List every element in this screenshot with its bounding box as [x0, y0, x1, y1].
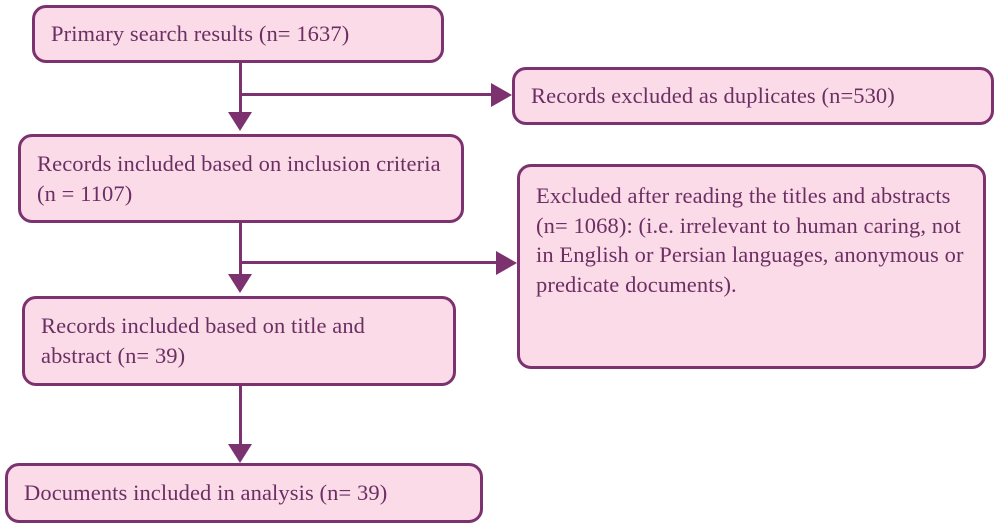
connector-primary-to-duplicates-line	[239, 93, 493, 96]
connector-primary-to-inclusion-arrowhead	[228, 112, 252, 131]
node-records-excluded-duplicates-label: Records excluded as duplicates (n=530)	[531, 83, 895, 109]
node-documents-included-analysis-label: Documents included in analysis (n= 39)	[24, 480, 388, 506]
connector-title-abstract-to-analysis-arrowhead	[228, 444, 252, 463]
node-primary-search-results-label: Primary search results (n= 1637)	[51, 21, 350, 47]
node-records-included-title-abstract-label: Records included based on title and abst…	[41, 313, 366, 368]
node-excluded-after-titles-abstracts: Excluded after reading the titles and ab…	[517, 164, 986, 369]
node-records-excluded-duplicates: Records excluded as duplicates (n=530)	[512, 67, 994, 125]
connector-inclusion-to-excluded-line	[239, 261, 497, 264]
node-records-included-title-abstract: Records included based on title and abst…	[22, 296, 456, 386]
node-excluded-after-titles-abstracts-label: Excluded after reading the titles and ab…	[536, 183, 964, 298]
node-primary-search-results: Primary search results (n= 1637)	[32, 5, 444, 63]
connector-inclusion-to-title-abstract-line	[239, 222, 242, 275]
connector-primary-to-inclusion-line	[239, 62, 242, 113]
node-documents-included-analysis: Documents included in analysis (n= 39)	[5, 463, 483, 523]
connector-inclusion-to-excluded-arrowhead	[496, 251, 517, 275]
connector-title-abstract-to-analysis-line	[239, 385, 242, 445]
connector-inclusion-to-title-abstract-arrowhead	[228, 274, 252, 293]
node-records-included-inclusion-criteria-label: Records included based on inclusion crit…	[37, 150, 441, 206]
node-records-included-inclusion-criteria: Records included based on inclusion crit…	[18, 134, 464, 223]
connector-primary-to-duplicates-arrowhead	[491, 83, 512, 107]
